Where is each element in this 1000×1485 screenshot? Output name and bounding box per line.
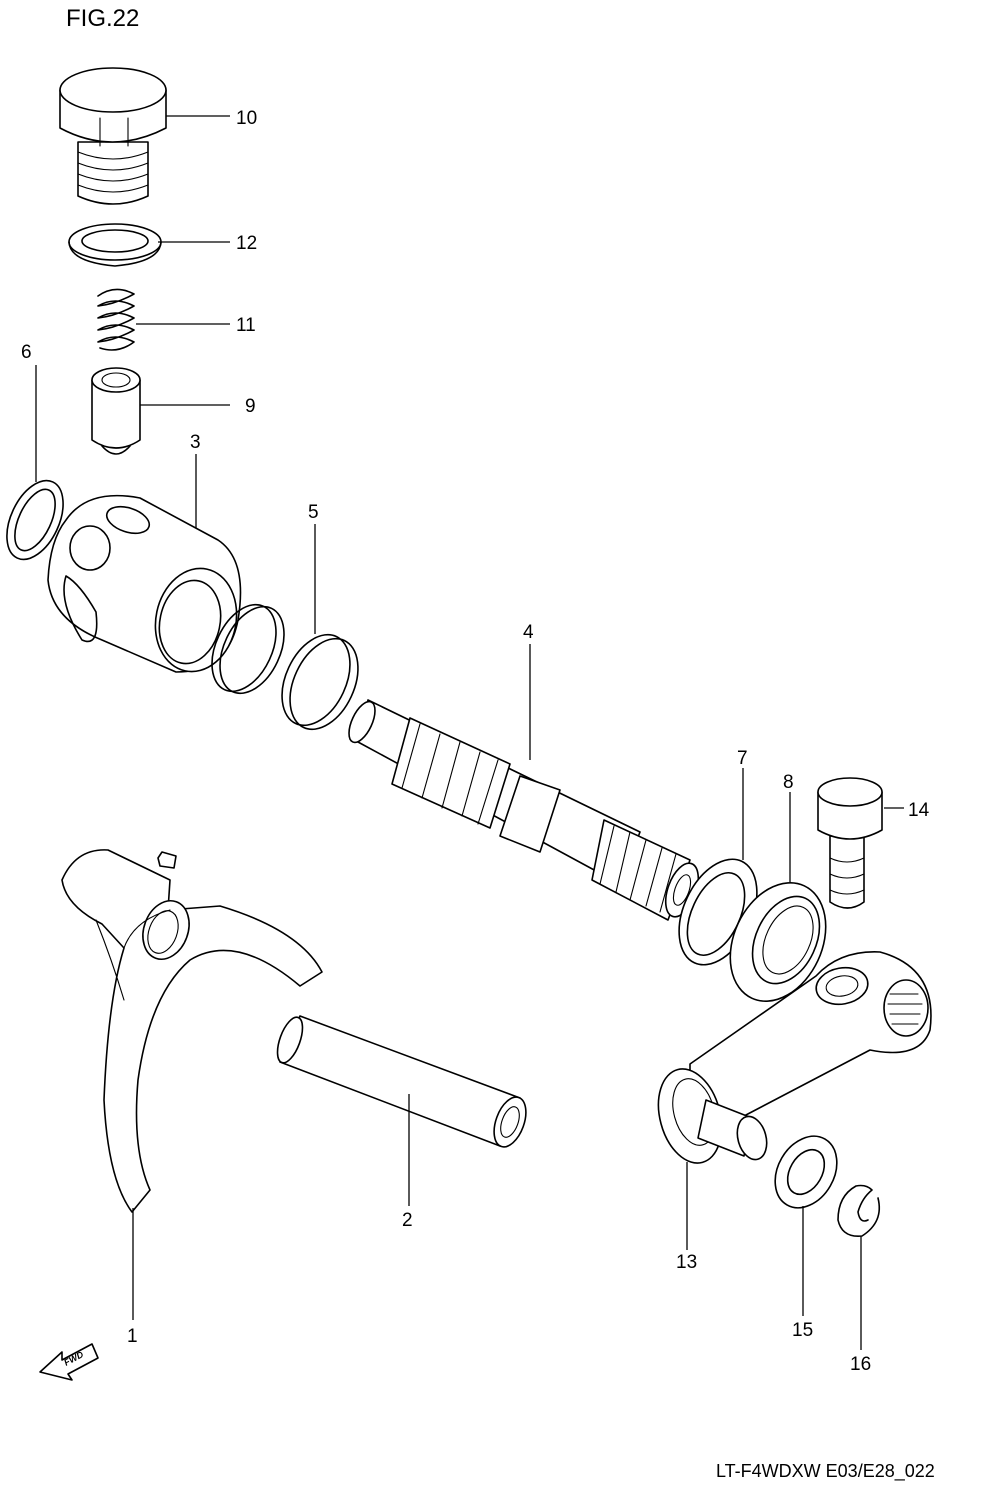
- callout-1: 1: [127, 1326, 138, 1347]
- part-14-bolt[interactable]: [817, 777, 883, 909]
- callout-10: 10: [236, 108, 257, 129]
- part-2-fork-shaft[interactable]: [272, 1014, 532, 1151]
- callout-11: 11: [236, 315, 256, 336]
- callout-4: 4: [523, 622, 534, 643]
- part-5-return-spring[interactable]: [199, 594, 371, 740]
- leader-lines: [35, 115, 904, 1350]
- callout-16: 16: [850, 1354, 871, 1375]
- callout-9: 9: [245, 396, 256, 417]
- part-16-e-clip[interactable]: [837, 1184, 881, 1237]
- part-13-shift-arm[interactable]: [649, 951, 932, 1170]
- part-1-shift-fork[interactable]: [61, 849, 323, 1213]
- callout-3: 3: [190, 432, 201, 453]
- part-4-gearshift-shaft[interactable]: [344, 698, 705, 921]
- callout-13: 13: [676, 1252, 697, 1273]
- callout-8: 8: [783, 772, 794, 793]
- callout-5: 5: [308, 502, 319, 523]
- drawing-code: LT-F4WDXW E03/E28_022: [716, 1461, 935, 1482]
- callout-labels: 6 10 12 11 9 3 5 4 7 8 14 2 1 13 15 16: [21, 108, 930, 1375]
- fwd-direction-arrow: FWD: [39, 1343, 99, 1381]
- callout-6: 6: [21, 342, 32, 363]
- callout-14: 14: [908, 800, 930, 821]
- part-8-oil-seal[interactable]: [712, 867, 844, 1017]
- callout-12: 12: [236, 233, 257, 254]
- part-3-gearshift-cam[interactable]: [47, 494, 246, 680]
- part-11-spring[interactable]: [97, 288, 135, 351]
- part-12-gasket-washer[interactable]: [68, 223, 162, 267]
- callout-15: 15: [792, 1320, 813, 1341]
- part-15-washer[interactable]: [763, 1125, 849, 1219]
- part-9-detent-pin[interactable]: [91, 367, 141, 455]
- figure-title: FIG.22: [66, 5, 139, 32]
- callout-7: 7: [737, 748, 748, 769]
- part-6-o-ring[interactable]: [0, 472, 75, 568]
- part-10-plug-bolt[interactable]: [59, 67, 167, 205]
- callout-2: 2: [402, 1210, 413, 1231]
